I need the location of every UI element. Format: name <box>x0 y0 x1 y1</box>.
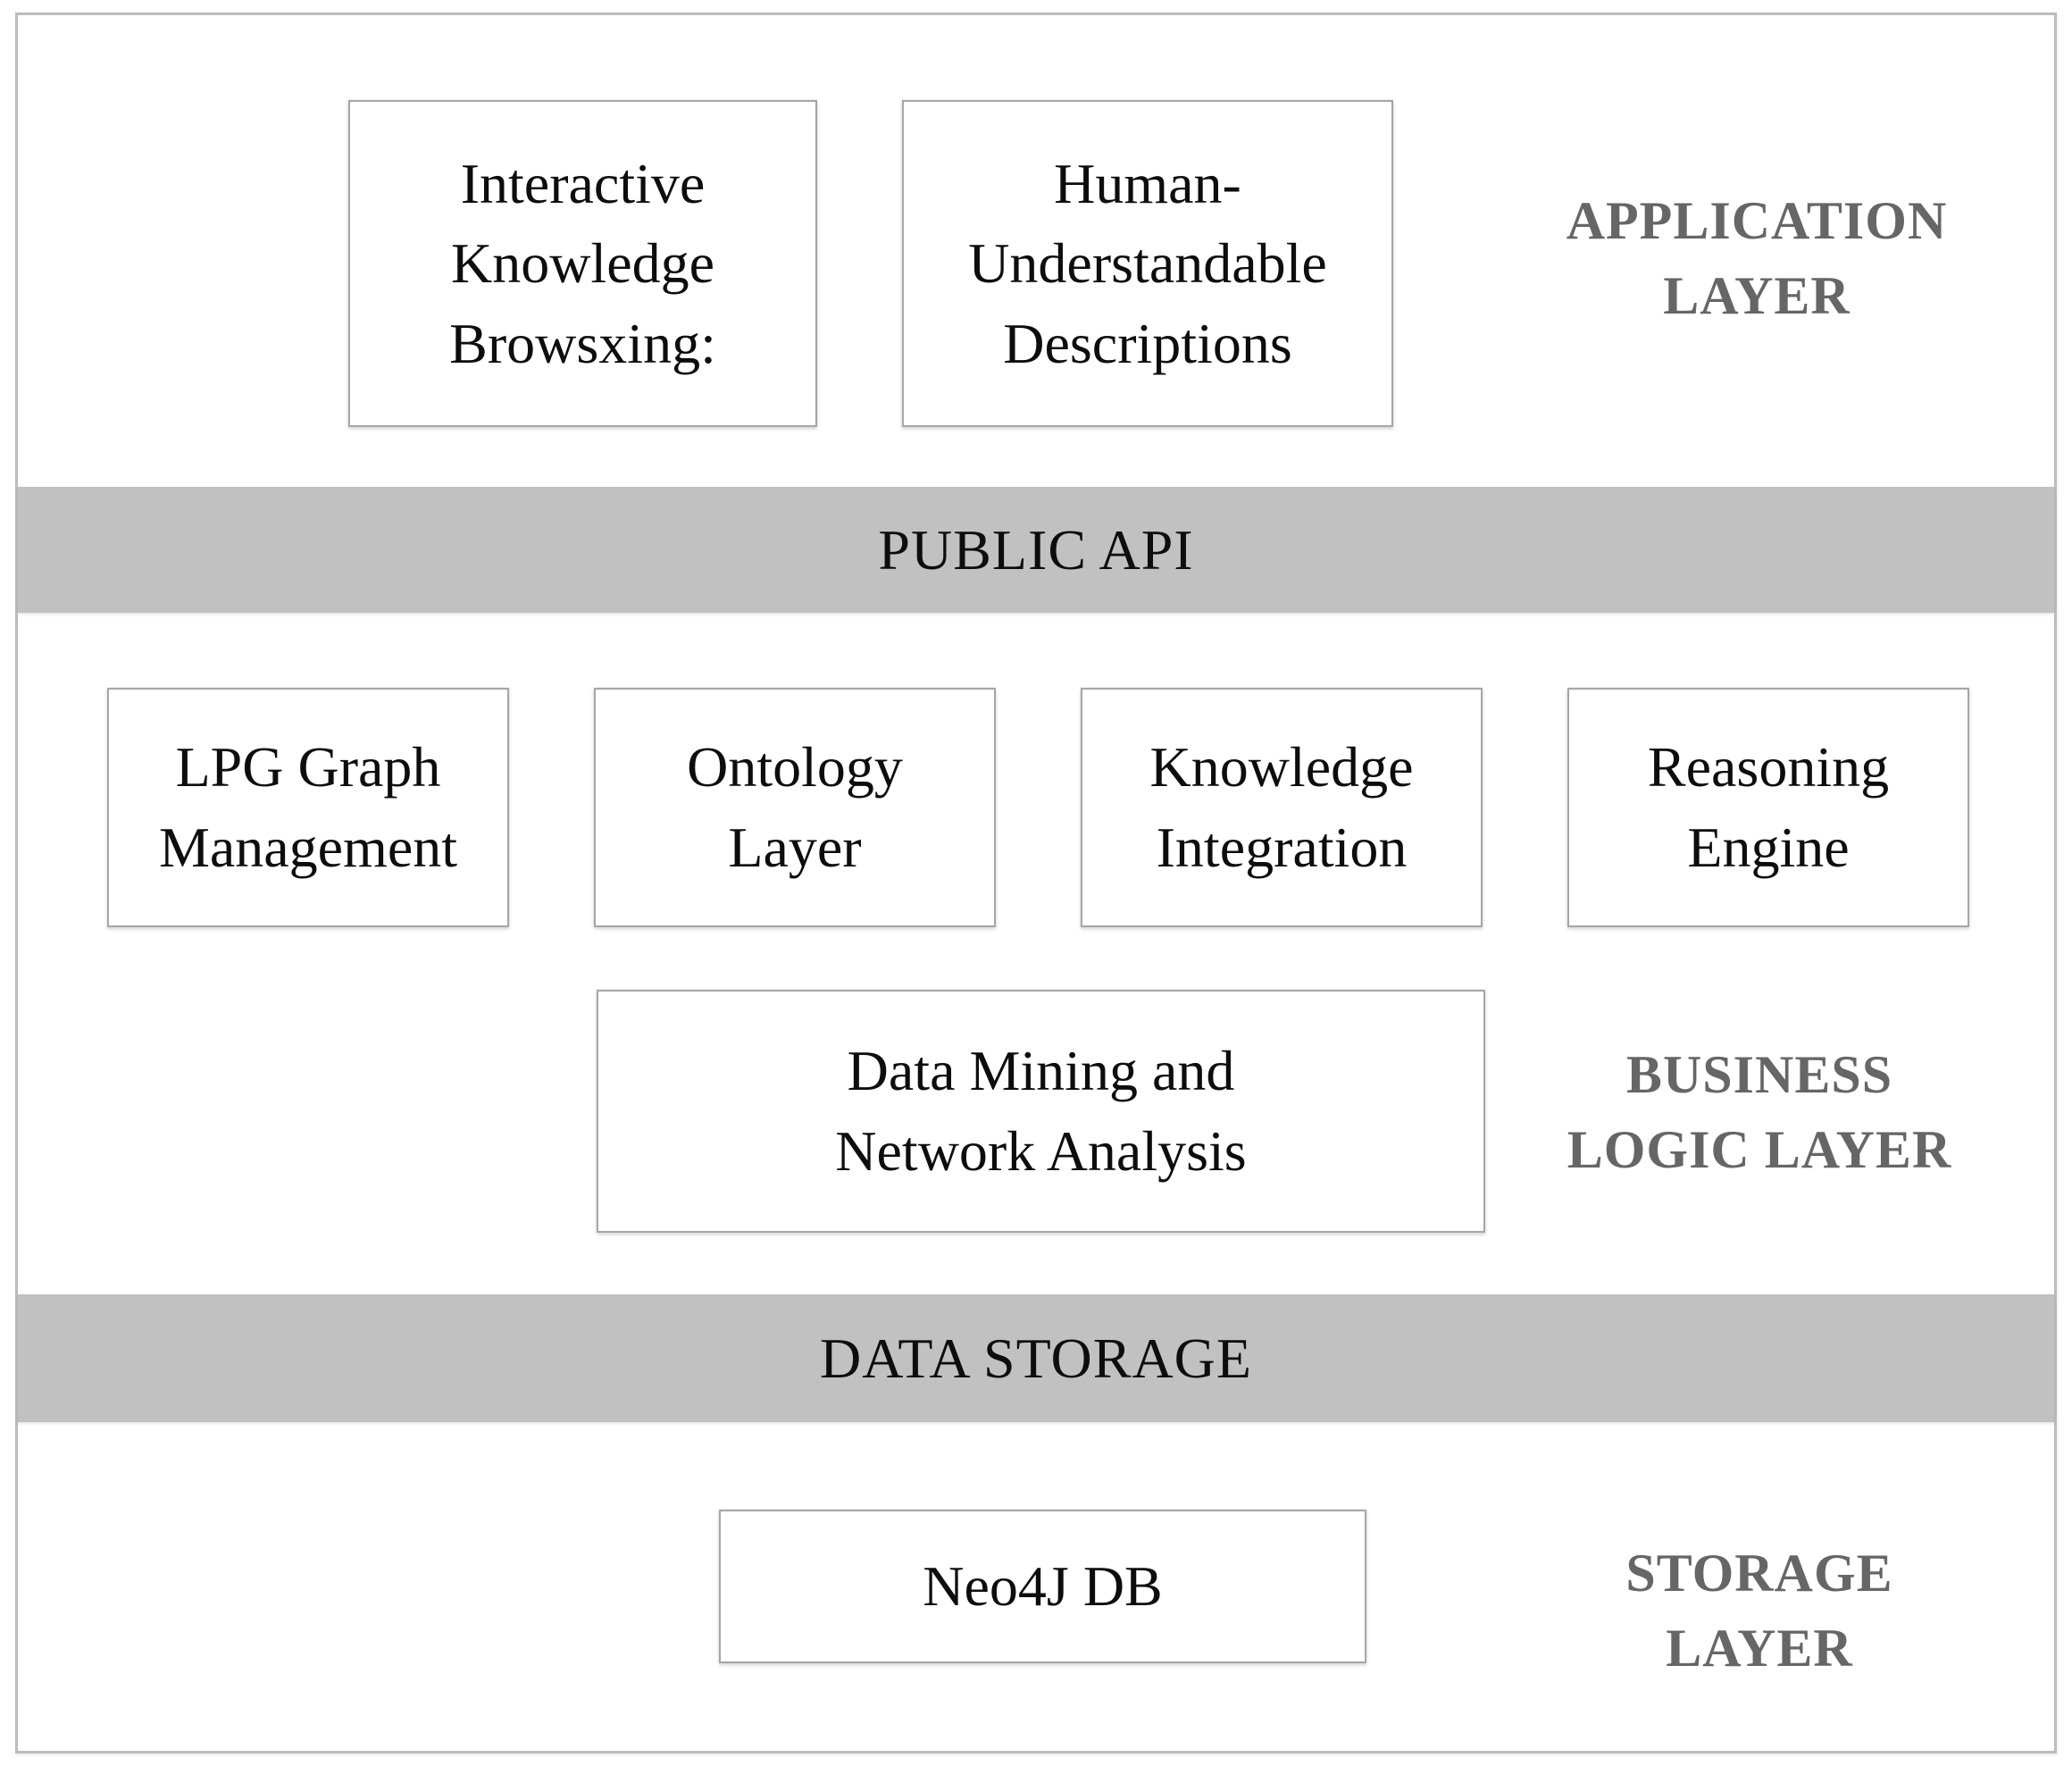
box-neo4j-db: Neo4J DB <box>719 1510 1366 1663</box>
box-data-mining-network-analysis-label: Data Mining and Network Analysis <box>835 1039 1247 1183</box>
box-human-understandable-descriptions: Human- Understandable Descriptions <box>902 100 1393 427</box>
box-reasoning-engine-label: Reasoning Engine <box>1647 735 1890 879</box>
box-interactive-knowledge-browsing-label: Interactive Knowledge Browsxing: <box>449 151 716 375</box>
data-storage-bar: DATA STORAGE <box>18 1294 2054 1422</box>
box-knowledge-integration-label: Knowledge Integration <box>1149 735 1414 879</box>
storage-layer-label: STORAGE LAYER <box>1625 1544 1893 1678</box>
box-lpg-graph-management: LPG Graph Management <box>107 688 509 927</box>
outer-frame <box>15 13 2057 1753</box>
business-logic-layer-label: BUSINESS LOGIC LAYER <box>1567 1045 1952 1179</box>
box-data-mining-network-analysis: Data Mining and Network Analysis <box>597 990 1485 1233</box>
data-storage-bar-label: DATA STORAGE <box>820 1326 1252 1390</box>
public-api-bar-label: PUBLIC API <box>878 517 1194 582</box>
box-lpg-graph-management-label: LPG Graph Management <box>158 735 458 879</box>
public-api-bar: PUBLIC API <box>18 487 2054 613</box>
box-ontology-layer: Ontology Layer <box>594 688 996 927</box>
application-layer-label: APPLICATION LAYER <box>1566 191 1948 325</box>
box-interactive-knowledge-browsing: Interactive Knowledge Browsxing: <box>348 100 817 427</box>
box-knowledge-integration: Knowledge Integration <box>1081 688 1483 927</box>
box-ontology-layer-label: Ontology Layer <box>687 735 903 879</box>
box-neo4j-db-label: Neo4J DB <box>923 1554 1163 1619</box>
box-human-understandable-descriptions-label: Human- Understandable Descriptions <box>968 151 1327 375</box>
box-reasoning-engine: Reasoning Engine <box>1567 688 1969 927</box>
